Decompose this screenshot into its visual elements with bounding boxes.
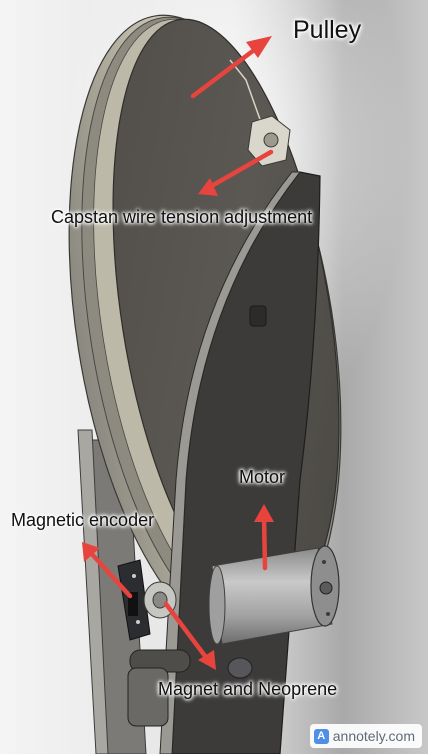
pulley-arrow <box>190 41 265 99</box>
encoder-arrowhead <box>82 542 100 562</box>
magnet-arrow <box>163 601 211 663</box>
capstan-arrowhead <box>198 178 218 196</box>
motor-arrow <box>261 513 268 571</box>
motor-arrowhead <box>254 504 274 522</box>
motor-label: Motor <box>239 467 286 487</box>
magnet-neoprene-label: Magnet and Neoprene <box>158 679 338 699</box>
pulley-arrowhead <box>246 36 272 58</box>
annotely-logo-icon: A <box>313 728 329 744</box>
watermark-text: annotely.com <box>332 728 415 744</box>
magnetic-encoder-label: Magnetic encoder <box>11 510 155 530</box>
capstan-arrow <box>205 149 274 191</box>
capstan-tension-label: Capstan wire tension adjustment <box>51 207 313 227</box>
encoder-arrow <box>87 549 133 599</box>
pulley-label: Pulley <box>293 16 362 44</box>
magnet-arrowhead <box>198 650 216 670</box>
annotely-watermark: A annotely.com <box>309 724 422 748</box>
